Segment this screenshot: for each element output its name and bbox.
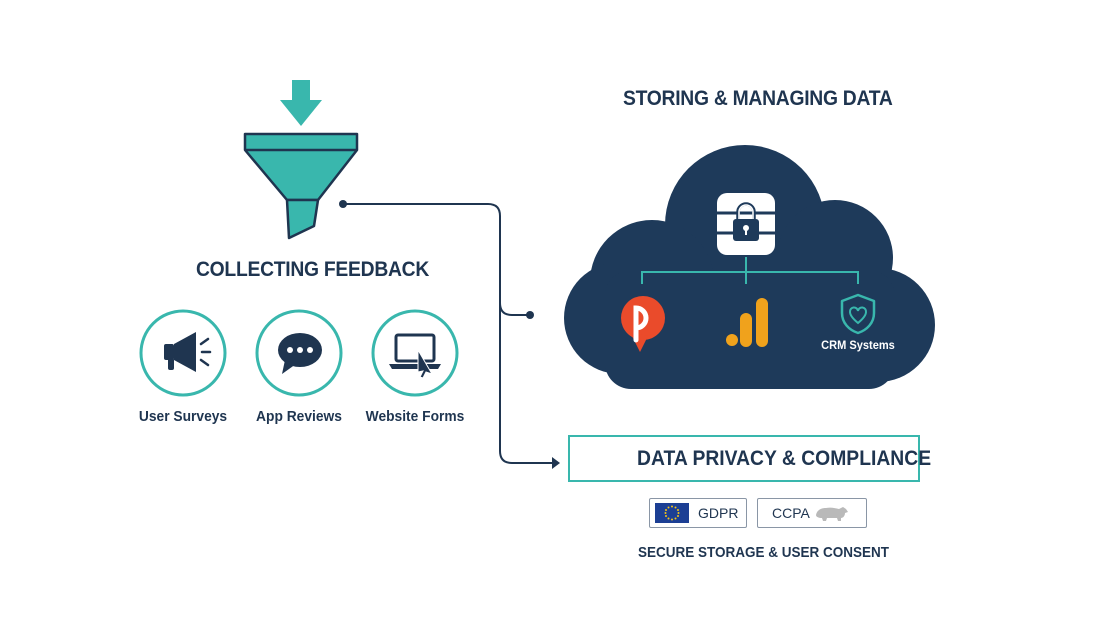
- privacy-compliance-box: [568, 435, 920, 482]
- megaphone-icon: [164, 332, 212, 372]
- source-label-app-reviews: App Reviews: [256, 408, 342, 425]
- pendo-logo-icon: [621, 296, 665, 352]
- collecting-feedback-title: COLLECTING FEEDBACK: [196, 258, 430, 281]
- source-circles: [139, 309, 459, 397]
- shield-heart-icon: [840, 293, 876, 335]
- down-arrow-icon: [280, 80, 322, 126]
- eu-flag-icon: [655, 503, 689, 523]
- source-label-website-forms: Website Forms: [365, 408, 465, 425]
- gdpr-label: GDPR: [698, 505, 739, 521]
- secure-storage-subtitle: SECURE STORAGE & USER CONSENT: [638, 544, 890, 561]
- laptop-cursor-icon: [389, 333, 441, 379]
- database-lock-icon: [717, 193, 775, 255]
- crm-systems-label: CRM Systems: [821, 338, 895, 352]
- storing-managing-title: STORING & MANAGING DATA: [623, 87, 893, 110]
- database-tree-lines: [641, 257, 859, 284]
- connector-arrow-privacy: [552, 457, 560, 469]
- california-bear-icon: [816, 507, 848, 521]
- source-label-user-surveys: User Surveys: [138, 408, 228, 425]
- ccpa-badge: [757, 498, 867, 528]
- connector-dot-cloud: [526, 311, 534, 319]
- funnel-icon: [243, 132, 359, 240]
- analytics-bars-icon: [726, 298, 768, 347]
- connector-dot-start: [339, 200, 347, 208]
- ccpa-label: CCPA: [772, 505, 810, 521]
- chat-bubble-icon: [278, 333, 322, 374]
- storage-cloud: [564, 145, 935, 389]
- connector-lines: [343, 203, 552, 464]
- privacy-compliance-title: DATA PRIVACY & COMPLIANCE: [637, 447, 932, 470]
